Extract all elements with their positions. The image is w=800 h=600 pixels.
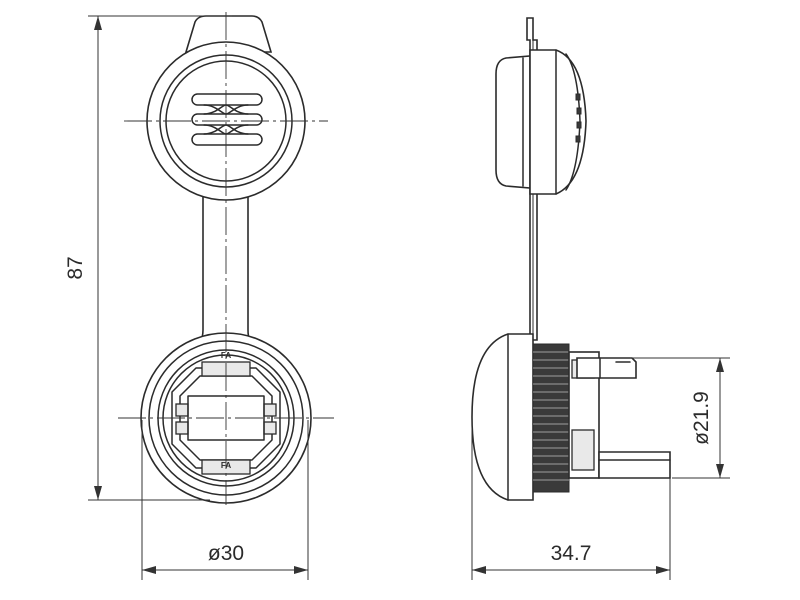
front-contact-right-1 (263, 403, 277, 417)
side-pin-lower (598, 451, 671, 479)
front-cap-tab (184, 15, 273, 53)
side-cap-rear (495, 55, 531, 189)
side-socket-dome (471, 333, 534, 501)
dimension-height: 87 (64, 15, 232, 501)
dimension-diameter-side-label: ø21.9 (690, 391, 713, 445)
front-contact-left-1 (175, 403, 189, 417)
front-contact-right-2 (263, 421, 277, 435)
dimension-length-label: 34.7 (551, 542, 592, 565)
side-socket-thread (532, 343, 570, 493)
dimension-diameter-side: ø21.9 (630, 357, 730, 479)
front-marking-top: FA (221, 351, 231, 360)
dimension-diameter-front-label: ø30 (208, 542, 244, 565)
front-view: FA FA (118, 12, 334, 505)
dimension-length: 34.7 (471, 420, 671, 580)
dimension-diameter-front: ø30 (141, 420, 309, 580)
side-pin-upper (576, 357, 637, 379)
front-contact-left-2 (175, 421, 189, 435)
front-socket-housing (171, 367, 281, 469)
side-thread-lines (533, 351, 569, 481)
side-view (471, 17, 671, 501)
dimension-height-label: 87 (64, 256, 87, 279)
side-cap-ridges (575, 93, 582, 143)
front-strap (189, 195, 261, 353)
